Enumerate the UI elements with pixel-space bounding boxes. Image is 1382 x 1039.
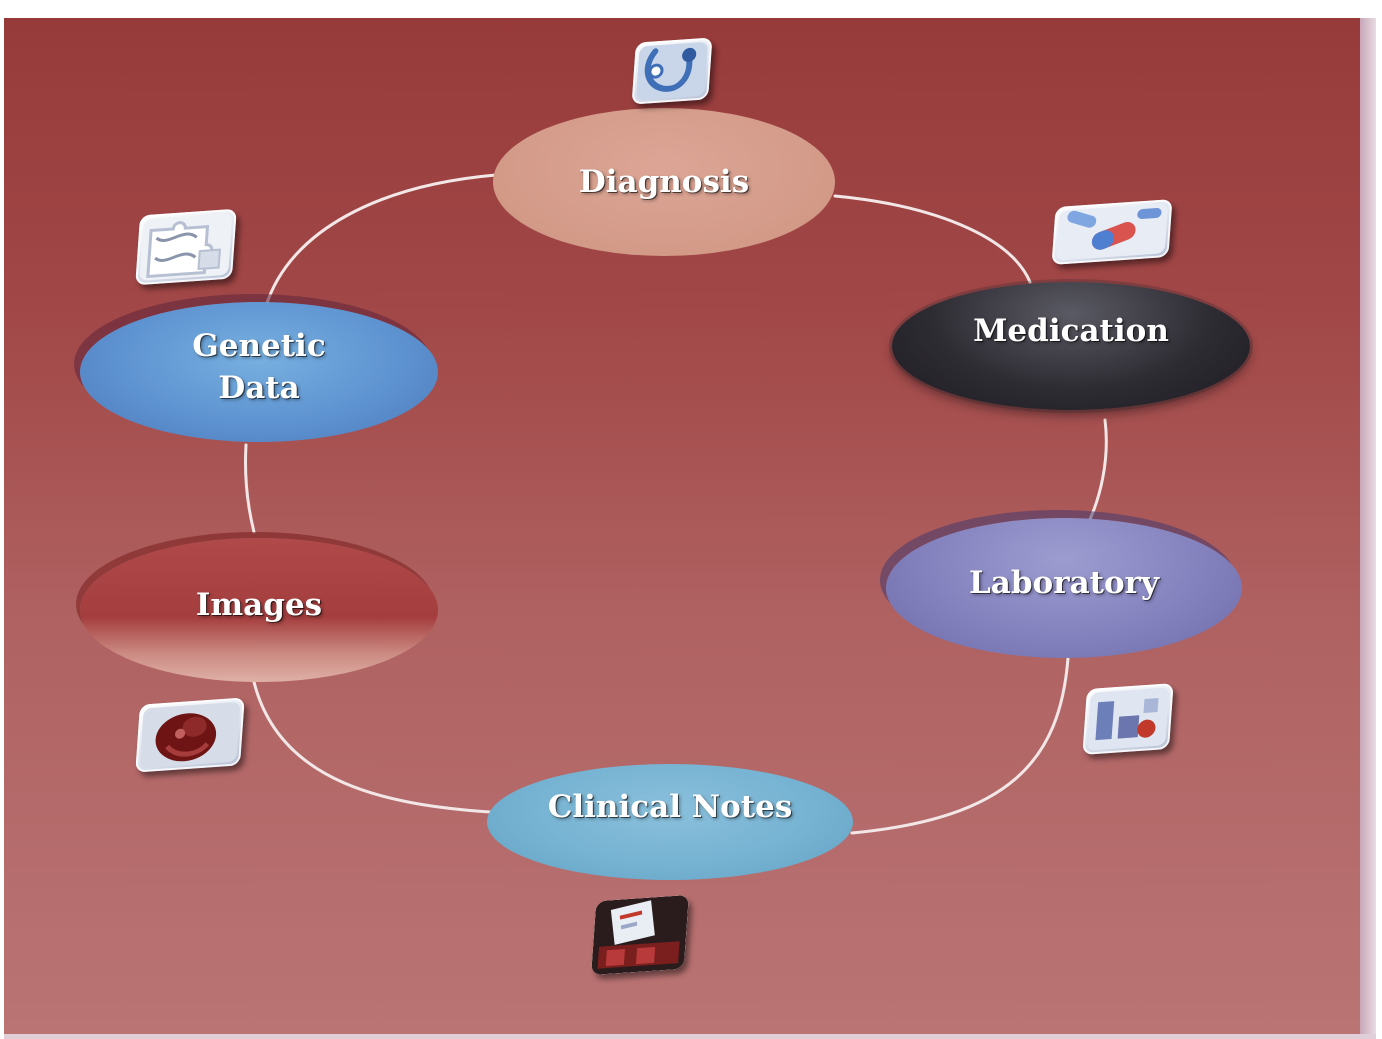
node-images: Images bbox=[80, 538, 438, 682]
node-label-laboratory: Laboratory bbox=[969, 565, 1159, 601]
connector-images-genetic-data bbox=[243, 443, 256, 534]
stethoscope-icon bbox=[631, 37, 713, 105]
node-label-diagnosis: Diagnosis bbox=[578, 164, 750, 200]
node-label-clinical-notes: Clinical Notes bbox=[547, 789, 793, 825]
clinical-notes-icon bbox=[591, 894, 689, 976]
panel-shadow bbox=[1360, 18, 1376, 1034]
node-label-genetic-data: Genetic Data bbox=[192, 328, 326, 406]
connector-clinical-notes-images bbox=[252, 680, 492, 814]
lab-equipment-icon bbox=[1082, 683, 1174, 755]
node-label-medication: Medication bbox=[973, 313, 1169, 349]
connector-genetic-data-diagnosis bbox=[264, 173, 498, 308]
dna-puzzle-icon bbox=[135, 208, 237, 286]
node-laboratory: Laboratory bbox=[886, 518, 1242, 658]
panel-shadow-bottom bbox=[4, 1034, 1376, 1039]
connector-medication-laboratory bbox=[1084, 418, 1108, 530]
connector-laboratory-clinical-notes bbox=[850, 656, 1070, 835]
node-clinical-notes: Clinical Notes bbox=[487, 764, 853, 880]
node-medication: Medication bbox=[892, 282, 1250, 410]
node-genetic-data: Genetic Data bbox=[80, 302, 438, 442]
node-label-images: Images bbox=[195, 587, 323, 623]
fetus-ultrasound-icon bbox=[135, 697, 245, 773]
pills-icon bbox=[1051, 199, 1173, 265]
connector-diagnosis-medication bbox=[833, 194, 1032, 284]
node-diagnosis: Diagnosis bbox=[493, 108, 835, 256]
